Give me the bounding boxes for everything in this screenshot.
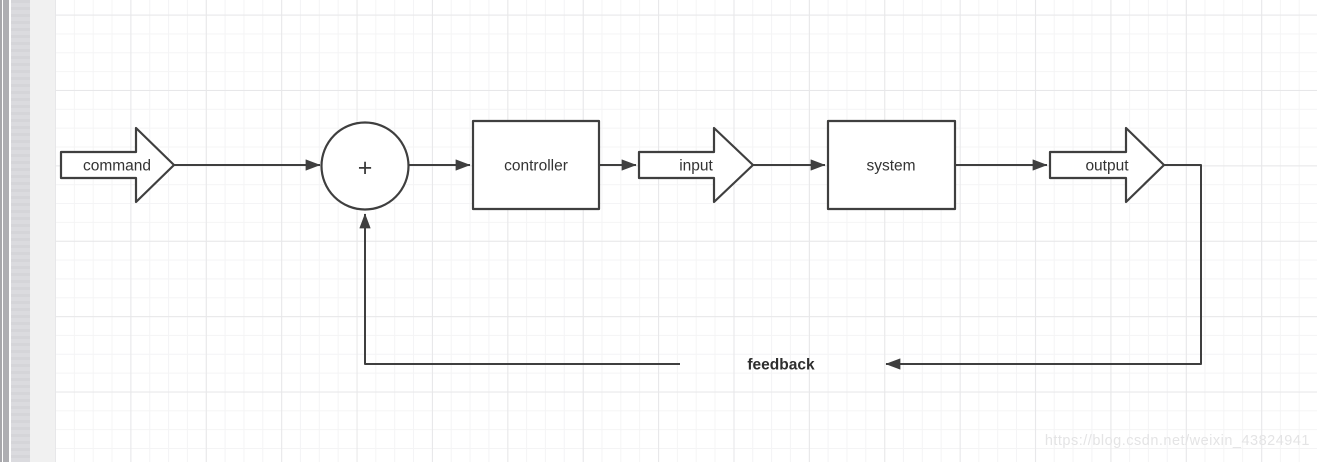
command-label: command — [83, 158, 151, 175]
node-input[interactable]: input — [637, 126, 755, 204]
feedback-edge-label: feedback — [747, 357, 815, 374]
edge-divider — [9, 0, 11, 462]
command-arrow-shape[interactable] — [59, 126, 176, 204]
window-left-edge — [0, 0, 2, 462]
system-label: system — [866, 158, 915, 175]
edge-feedback-to-sum[interactable] — [359, 213, 680, 365]
canvas-gutter — [30, 0, 55, 462]
input-label: input — [679, 158, 713, 175]
input-arrow-shape[interactable] — [637, 126, 755, 204]
node-system[interactable]: system — [826, 119, 957, 211]
edge-output-to-feedback[interactable] — [885, 164, 1202, 370]
sum-circle-shape[interactable] — [320, 121, 410, 211]
controller-box-shape[interactable] — [471, 119, 601, 211]
node-sum-junction[interactable]: + — [320, 121, 410, 211]
system-box-shape[interactable] — [826, 119, 957, 211]
output-label: output — [1085, 158, 1129, 175]
vertical-scrollbar[interactable] — [3, 0, 9, 462]
diagram-canvas[interactable] — [55, 0, 1317, 462]
csdn-watermark: https://blog.csdn.net/weixin_43824941 — [1044, 433, 1310, 449]
node-command[interactable]: command — [59, 126, 176, 204]
panel-edge-texture — [11, 0, 30, 462]
edge-divider — [2, 0, 3, 462]
node-output[interactable]: output — [1048, 126, 1166, 204]
output-arrow-shape[interactable] — [1048, 126, 1166, 204]
controller-label: controller — [504, 158, 568, 175]
sum-plus-sign: + — [358, 154, 373, 182]
node-controller[interactable]: controller — [471, 119, 601, 211]
